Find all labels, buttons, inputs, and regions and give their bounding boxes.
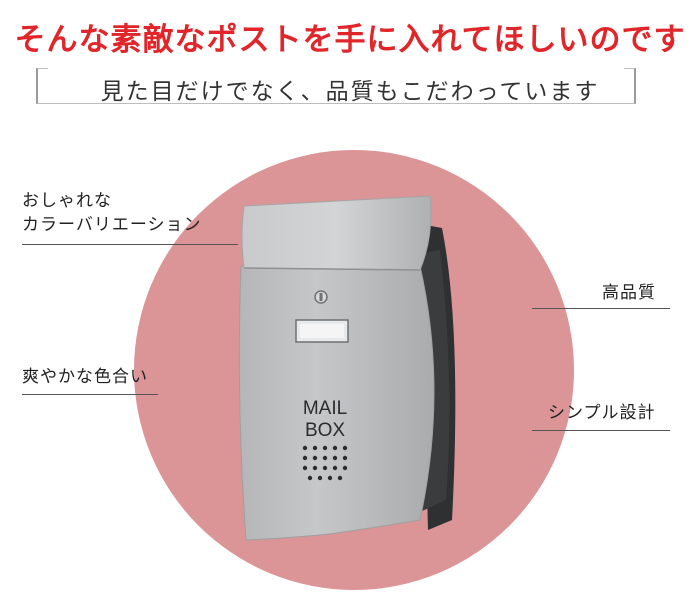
feature-variation-rule [22, 244, 238, 245]
mailbox-lid [241, 195, 432, 271]
feature-design-rule [532, 430, 670, 431]
feature-color-rule [22, 394, 158, 395]
feature-variation-line2: カラーバリエーション [22, 215, 202, 235]
feature-variation-line1: おしゃれな [22, 191, 112, 211]
mailbox-text-box: BOX [305, 420, 345, 441]
feature-design: シンプル設計 [548, 403, 656, 423]
mailbox-text-mail: MAIL [303, 398, 347, 419]
subheadline: 見た目だけでなく、品質もこだわっています [100, 79, 600, 105]
mailbox-body [238, 265, 435, 541]
mailbox-vent-holes [302, 445, 348, 481]
feature-quality: 高品質 [602, 283, 656, 303]
feature-color: 爽やかな色合い [22, 367, 148, 387]
headline: そんな素敵なポストを手に入れてほしいのです [14, 22, 686, 58]
subheadline-frame [36, 68, 636, 104]
feature-quality-rule [532, 308, 670, 309]
mailbox-lid-edge [243, 267, 421, 271]
